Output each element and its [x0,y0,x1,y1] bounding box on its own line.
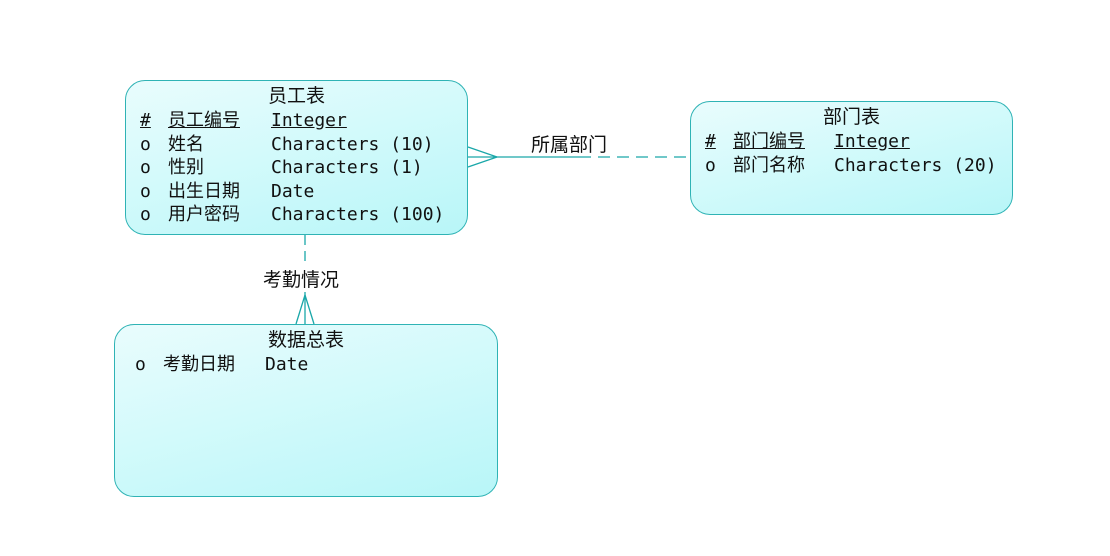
crows-foot-summary-side [295,294,315,325]
attribute-type: Characters (100) [271,204,445,225]
attribute-name: 考勤日期 [163,354,235,375]
attribute-row: # 部门编号 Integer [705,130,1012,154]
attribute-name: 姓名 [168,133,204,155]
attribute-type: Characters (1) [271,157,423,178]
entity-title: 员工表 [267,85,325,107]
attribute-name: 用户密码 [168,204,240,225]
entity-title: 数据总表 [267,329,344,351]
attribute-type: Date [271,180,315,202]
attribute-row: o 考勤日期 Date [135,353,497,377]
attribute-marker: o [705,154,716,176]
attribute-type: Integer [271,110,347,131]
attribute-marker: o [140,204,151,225]
attribute-name: 员工编号 [168,110,240,131]
attribute-row: o 用户密码 Characters (100) [140,203,467,227]
entity-title: 部门表 [822,106,880,128]
entity-department-table[interactable]: 部门表 # 部门编号 Integer o 部门名称 Characters (20… [690,101,1013,215]
attribute-type: Characters (20) [834,154,997,176]
entity-summary-table[interactable]: 数据总表 o 考勤日期 Date [114,324,498,497]
attribute-list: # 部门编号 Integer o 部门名称 Characters (20) [705,130,1012,177]
relationship-label-belongs-dept[interactable]: 所属部门 [531,134,608,156]
primary-key-marker: # [705,131,716,152]
attribute-list: o 考勤日期 Date [135,353,497,377]
attribute-name: 部门编号 [733,131,805,152]
attribute-row: o 性别 Characters (1) [140,156,467,180]
attribute-marker: o [140,157,151,178]
primary-key-marker: # [140,110,151,131]
attribute-row: o 出生日期 Date [140,180,467,204]
attribute-row: o 部门名称 Characters (20) [705,154,1012,178]
attribute-type: Integer [834,131,910,152]
attribute-marker: o [140,180,151,202]
relationship-label-attendance[interactable]: 考勤情况 [262,265,341,292]
attribute-row: # 员工编号 Integer [140,109,467,133]
attribute-name: 出生日期 [168,180,240,202]
attribute-name: 部门名称 [733,154,805,176]
entity-employee-table[interactable]: 员工表 # 员工编号 Integer o 姓名 Characters (10) … [125,80,468,235]
attribute-marker: o [140,133,151,155]
crows-foot-employee-side [467,146,498,168]
attribute-marker: o [135,354,146,375]
attribute-type: Date [265,354,309,375]
attribute-type: Characters (10) [271,133,434,155]
attribute-list: # 员工编号 Integer o 姓名 Characters (10) o 性别… [140,109,467,227]
attribute-row: o 姓名 Characters (10) [140,133,467,157]
attribute-name: 性别 [168,157,204,178]
